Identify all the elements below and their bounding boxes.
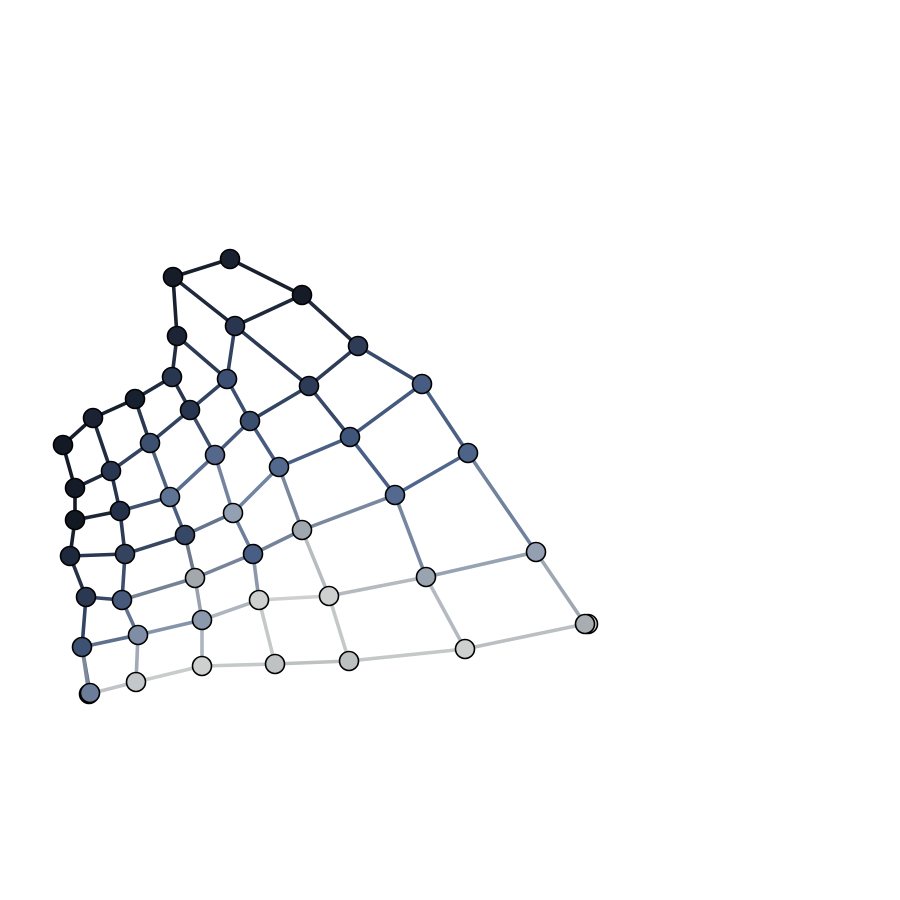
edge-r1c5-r1c6 bbox=[257, 598, 277, 666]
edge-r5c2-r6c2 bbox=[123, 533, 187, 556]
edge-r2c5-r2c6 bbox=[327, 594, 351, 663]
node-r0c5 bbox=[184, 567, 206, 589]
node-r4c4 bbox=[525, 541, 547, 563]
node-r6c0 bbox=[64, 477, 86, 499]
node-r5c0 bbox=[52, 434, 74, 456]
edge-r3c1-r2c2 bbox=[248, 384, 311, 423]
node-r0c4 bbox=[159, 486, 181, 508]
edge-r5c3-r0c5 bbox=[193, 552, 255, 580]
node-r4c0 bbox=[82, 407, 104, 429]
node-r3c1 bbox=[298, 375, 320, 397]
edge-r0c1-r1c2 bbox=[175, 334, 229, 381]
node-r4c2 bbox=[411, 373, 433, 395]
edge-r5c4-r6c4 bbox=[136, 618, 204, 637]
edge-r0c5-r6c3 bbox=[120, 576, 197, 602]
edge-r3c3-r3c4 bbox=[393, 493, 428, 579]
node-r1c4 bbox=[222, 502, 244, 524]
edge-r2c4-r2c5 bbox=[300, 528, 331, 598]
node-r5c2 bbox=[174, 524, 196, 546]
node-r7c2 bbox=[75, 586, 97, 608]
node-r2c4 bbox=[291, 519, 313, 541]
edge-r7c5-r3c5 bbox=[463, 622, 587, 651]
node-r3c5 bbox=[454, 638, 476, 660]
edge-r4c1-r3c1 bbox=[307, 344, 360, 388]
node-r1c2 bbox=[216, 368, 238, 390]
edge-r1c0-r2c0 bbox=[228, 257, 304, 297]
edge-r2c3-r2c4 bbox=[277, 465, 304, 532]
node-r5c1 bbox=[100, 460, 122, 482]
node-r0c0 bbox=[162, 266, 184, 288]
node-r0c6 bbox=[191, 655, 213, 677]
node-r0c3 bbox=[139, 432, 161, 454]
node-r6c4 bbox=[127, 624, 149, 646]
node-r7c0 bbox=[64, 509, 86, 531]
edge-r3c1-r3c2 bbox=[307, 384, 352, 439]
node-r0c1 bbox=[166, 325, 188, 347]
node-r5c4 bbox=[191, 609, 213, 631]
node-r2c5 bbox=[318, 585, 340, 607]
node-r5c3 bbox=[242, 543, 264, 565]
node-r0c2 bbox=[161, 366, 183, 388]
edge-r1c6-r2c6 bbox=[273, 659, 351, 666]
edge-r1c1-r3c1 bbox=[233, 324, 311, 388]
node-r2c0 bbox=[291, 284, 313, 306]
edge-r4c3-r3c3 bbox=[393, 451, 470, 497]
node-r6c3 bbox=[111, 589, 133, 611]
edge-r4c1-r4c2 bbox=[356, 344, 424, 386]
node-r7c5 bbox=[574, 613, 596, 635]
node-r1c1 bbox=[224, 315, 246, 337]
node-r7c4 bbox=[79, 682, 101, 704]
edge-r4c4-r3c4 bbox=[424, 550, 538, 579]
edge-r3c5-r2c6 bbox=[347, 647, 467, 663]
node-r1c3 bbox=[204, 444, 226, 466]
edge-r0c6-r1c6 bbox=[200, 662, 277, 668]
node-r5c5 bbox=[125, 671, 147, 693]
node-r7c1 bbox=[59, 545, 81, 567]
node-r1c5 bbox=[248, 589, 270, 611]
edge-r4c3-r4c4 bbox=[466, 451, 538, 554]
node-r1c6 bbox=[264, 653, 286, 675]
edge-r0c0-r1c1 bbox=[171, 275, 237, 328]
edge-r4c4-r7c5 bbox=[534, 550, 587, 626]
edge-r2c0-r4c1 bbox=[300, 293, 360, 348]
node-r3c2 bbox=[339, 426, 361, 448]
edge-r2c0-r1c1 bbox=[233, 293, 304, 328]
node-r3c3 bbox=[384, 484, 406, 506]
node-r4c1 bbox=[347, 335, 369, 357]
node-r2c3 bbox=[268, 456, 290, 478]
edge-r4c2-r3c2 bbox=[348, 382, 424, 439]
edge-r0c6-r5c5 bbox=[134, 664, 204, 684]
edge-r2c3-r1c4 bbox=[231, 465, 281, 515]
edge-r3c3-r2c4 bbox=[300, 493, 397, 532]
node-r1c0 bbox=[219, 248, 241, 270]
node-r2c1 bbox=[179, 399, 201, 421]
edge-r4c2-r4c3 bbox=[420, 382, 470, 455]
node-r3c0 bbox=[124, 388, 146, 410]
edge-r1c5-r2c5 bbox=[257, 594, 331, 602]
node-r2c2 bbox=[239, 410, 261, 432]
node-r4c3 bbox=[457, 442, 479, 464]
node-r6c1 bbox=[109, 500, 131, 522]
edge-r3c4-r2c5 bbox=[327, 575, 428, 598]
node-layer bbox=[52, 248, 599, 705]
node-r2c6 bbox=[338, 650, 360, 672]
edge-r3c2-r3c3 bbox=[348, 435, 397, 497]
node-r7c3 bbox=[71, 636, 93, 658]
node-r3c4 bbox=[415, 566, 437, 588]
node-r6c2 bbox=[114, 543, 136, 565]
edge-r3c2-r2c3 bbox=[277, 435, 352, 469]
edge-r3c4-r3c5 bbox=[424, 575, 467, 651]
